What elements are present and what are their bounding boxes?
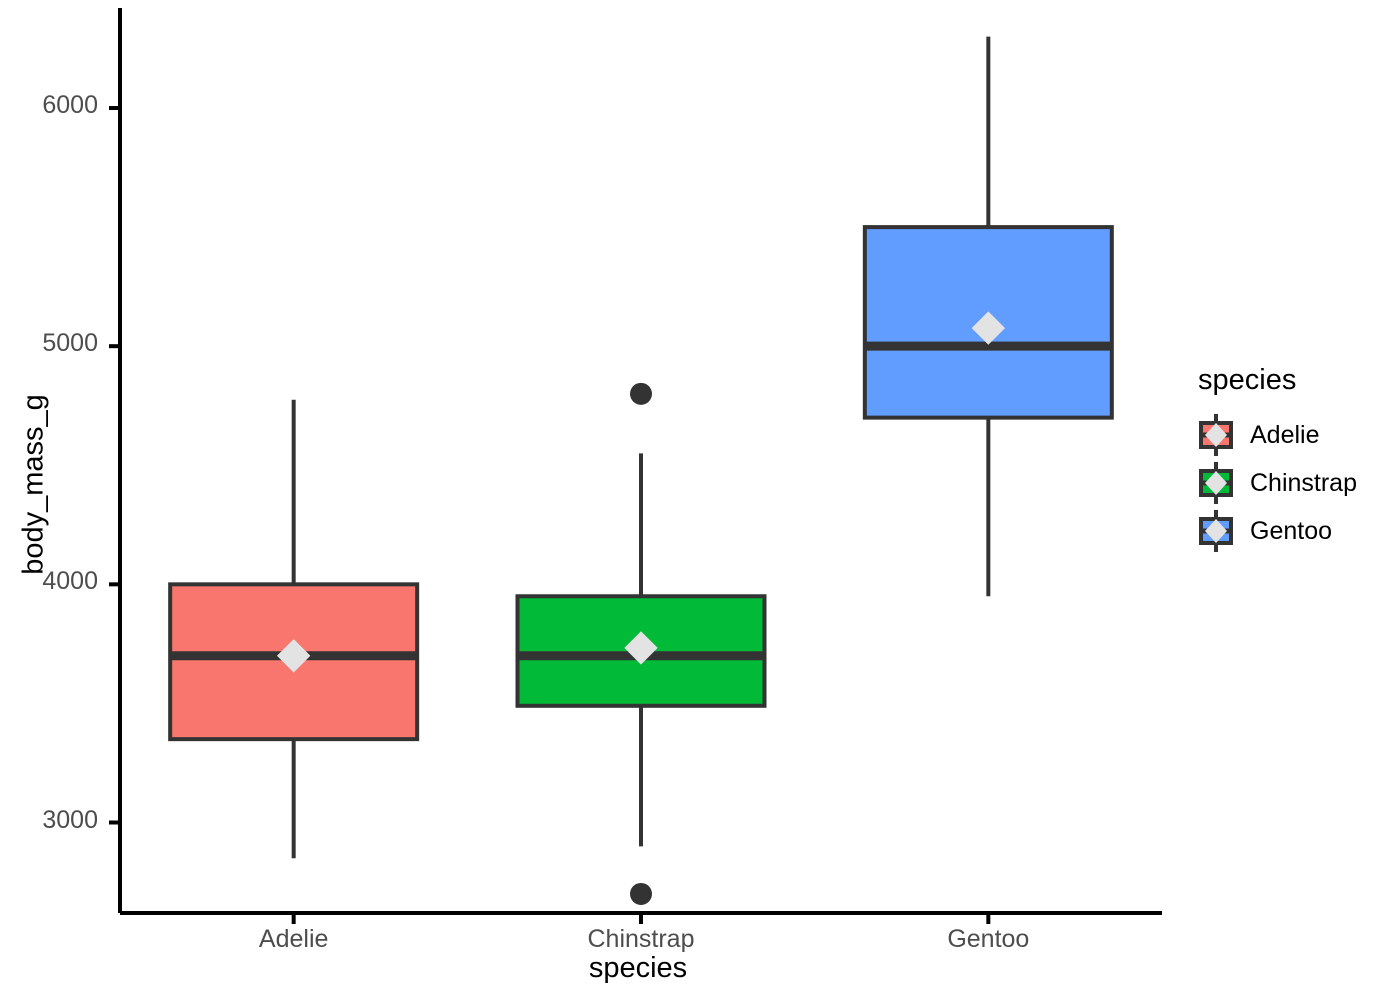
x-tick-label: Chinstrap (587, 925, 695, 953)
box-body (515, 594, 767, 708)
y-tick-label: 3000 (42, 805, 98, 834)
box-series-layer (168, 36, 1114, 905)
legend-item-label: Adelie (1250, 420, 1320, 449)
outlier-point (630, 882, 652, 905)
mean-diamond-marker (276, 639, 311, 673)
y-axis-ticks (109, 106, 120, 825)
y-tick-label: 4000 (42, 567, 98, 596)
legend-key-swatch (1196, 411, 1236, 459)
legend-item-chinstrap[interactable]: Chinstrap (1196, 459, 1396, 507)
x-axis-ticks (291, 913, 991, 924)
mean-diamond-marker (971, 311, 1006, 345)
legend-key-swatch (1196, 507, 1236, 555)
legend-key-swatch (1196, 459, 1236, 507)
y-tick-label: 6000 (42, 91, 98, 120)
x-axis-title: species (588, 952, 688, 984)
outlier-point (630, 382, 652, 405)
legend-item-gentoo[interactable]: Gentoo (1196, 507, 1396, 555)
legend-item-adelie[interactable]: Adelie (1196, 411, 1396, 459)
x-tick-label: Adelie (258, 925, 329, 953)
plot-panel (109, 8, 1162, 924)
box-chinstrap (515, 382, 767, 905)
x-tick-label: Gentoo (947, 925, 1030, 953)
legend-item-label: Gentoo (1250, 516, 1333, 545)
mean-diamond-marker (624, 631, 658, 665)
box-adelie (168, 399, 420, 859)
box-gentoo (862, 36, 1114, 597)
legend-title: species (1198, 364, 1297, 396)
legend-item-label: Chinstrap (1250, 468, 1357, 497)
y-tick-label: 5000 (42, 329, 98, 358)
